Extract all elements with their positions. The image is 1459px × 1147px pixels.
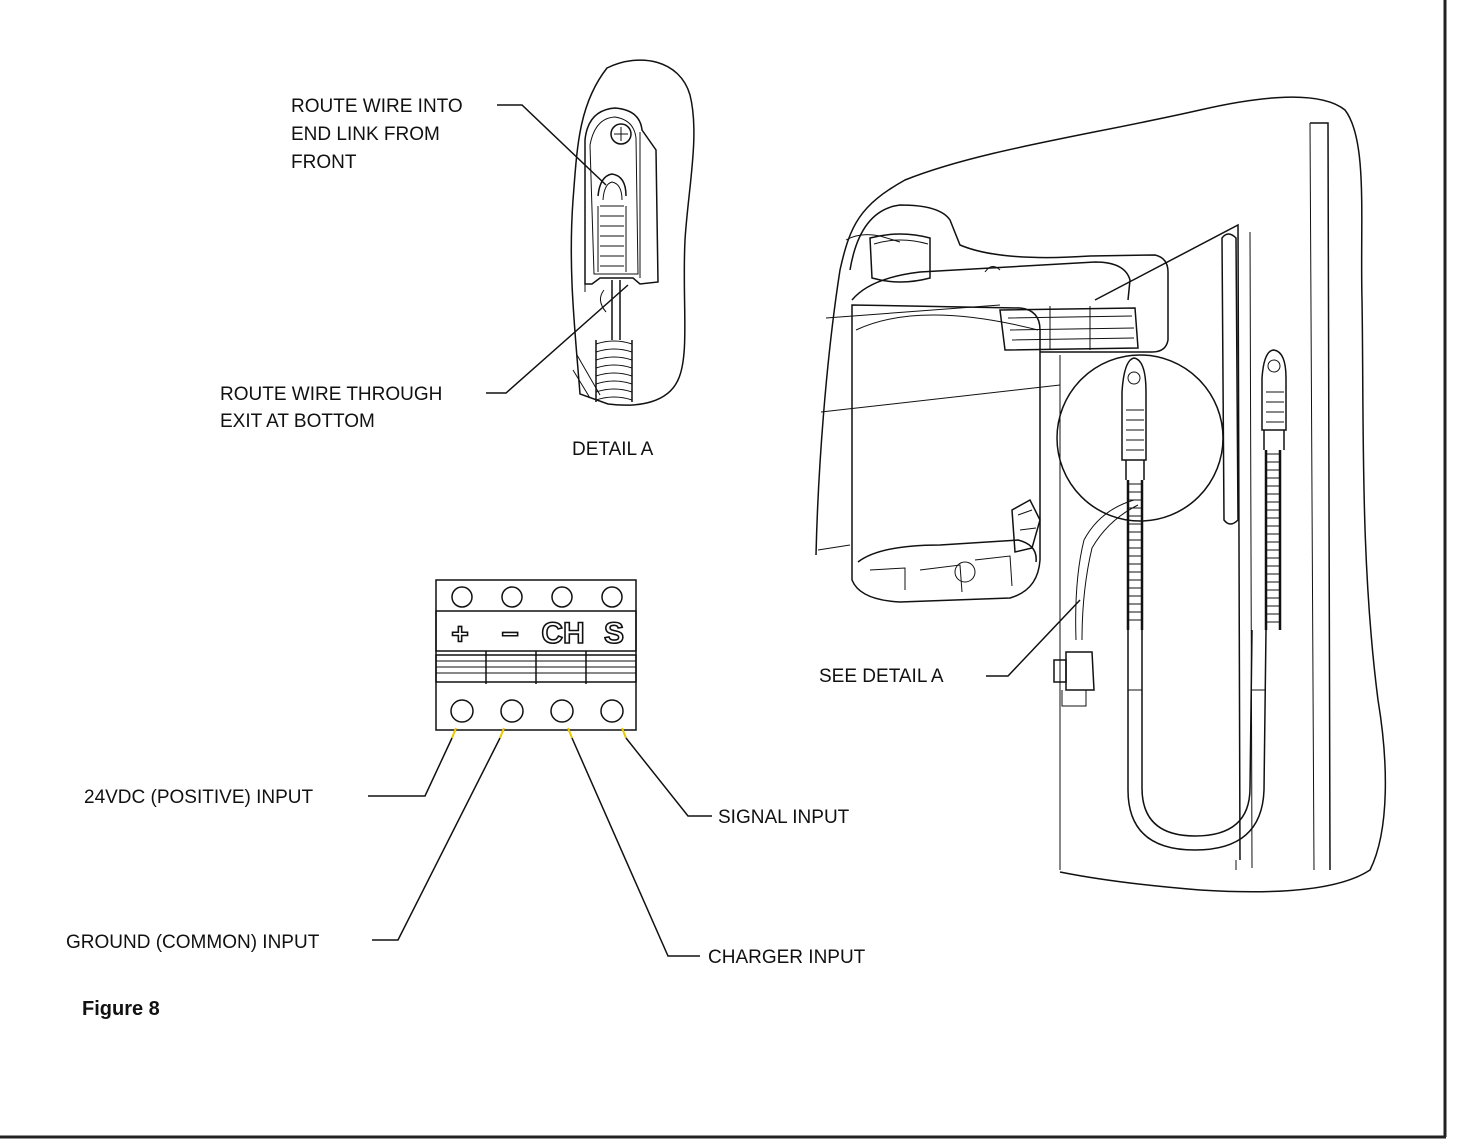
see-detail-a-leader (986, 599, 1081, 677)
label-charger-input: CHARGER INPUT (708, 947, 866, 968)
terminal-label-signal: S (604, 617, 624, 650)
bottom-screw-2 (500, 699, 524, 723)
detail-a-drawing (570, 59, 695, 406)
callout-bottom-line-1: ROUTE WIRE THROUGH (220, 384, 442, 405)
detail-a-callout-bottom: ROUTE WIRE THROUGH EXIT AT BOTTOM (220, 284, 629, 432)
charger-leader (571, 737, 700, 957)
lead-tips (451, 727, 627, 739)
top-screw-4 (601, 586, 623, 608)
callout-top-line-3: FRONT (291, 152, 357, 173)
top-screw-1 (451, 586, 473, 608)
bottom-screw-1 (450, 699, 474, 723)
terminal-block: + − CH S (435, 579, 637, 739)
detail-a-circle (1056, 354, 1224, 522)
label-ground-common: GROUND (COMMON) INPUT (66, 932, 320, 953)
top-screw-2 (501, 586, 523, 608)
detail-a-title: DETAIL A (572, 439, 654, 460)
label-signal-input: SIGNAL INPUT (718, 807, 850, 828)
terminal-callouts: 24VDC (POSITIVE) INPUT GROUND (COMMON) I… (66, 737, 866, 968)
terminal-label-positive: + (451, 618, 469, 651)
callout-top-line-2: END LINK FROM (291, 124, 440, 145)
detail-a-callout-top: ROUTE WIRE INTO END LINK FROM FRONT (291, 96, 607, 186)
callout-bottom-leader (486, 284, 629, 394)
callout-bottom-line-2: EXIT AT BOTTOM (220, 411, 375, 432)
door-assembly-drawing (815, 96, 1387, 893)
see-detail-a-label: SEE DETAIL A (819, 666, 944, 687)
see-detail-a-callout: SEE DETAIL A (819, 599, 1081, 687)
top-screw-3 (551, 586, 573, 608)
signal-leader (625, 737, 712, 817)
positive-leader (368, 737, 453, 797)
callout-top-leader (497, 104, 607, 186)
ground-leader (372, 737, 501, 941)
terminal-label-negative: − (501, 618, 519, 651)
label-24vdc-positive: 24VDC (POSITIVE) INPUT (84, 787, 313, 808)
callout-top-line-1: ROUTE WIRE INTO (291, 96, 463, 117)
bottom-screw-3 (550, 699, 574, 723)
figure-caption: Figure 8 (82, 998, 160, 1020)
terminal-label-charger: CH (541, 617, 584, 650)
bottom-screw-4 (600, 699, 624, 723)
